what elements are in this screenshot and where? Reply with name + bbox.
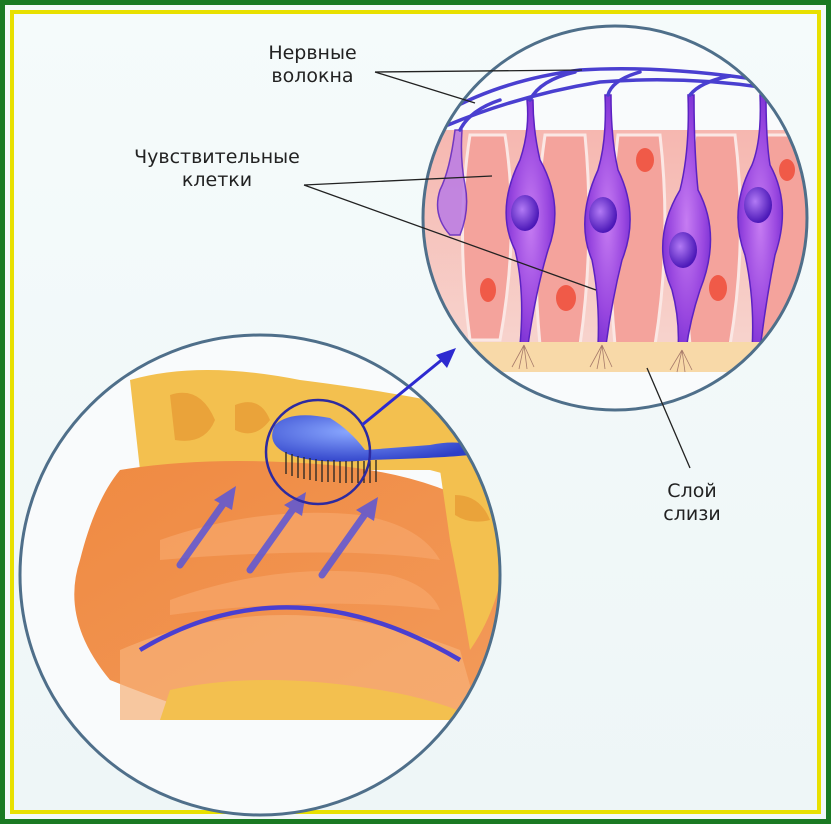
label-mucus-layer: Слой слизи bbox=[652, 480, 732, 526]
mucus-layer bbox=[420, 342, 820, 372]
zoom-circle bbox=[420, 26, 820, 410]
label-nerve-fibers: Нервные волокна bbox=[255, 42, 370, 88]
label-sensory-cells: Чувствительные клетки bbox=[112, 146, 322, 192]
nose-circle bbox=[20, 335, 520, 815]
